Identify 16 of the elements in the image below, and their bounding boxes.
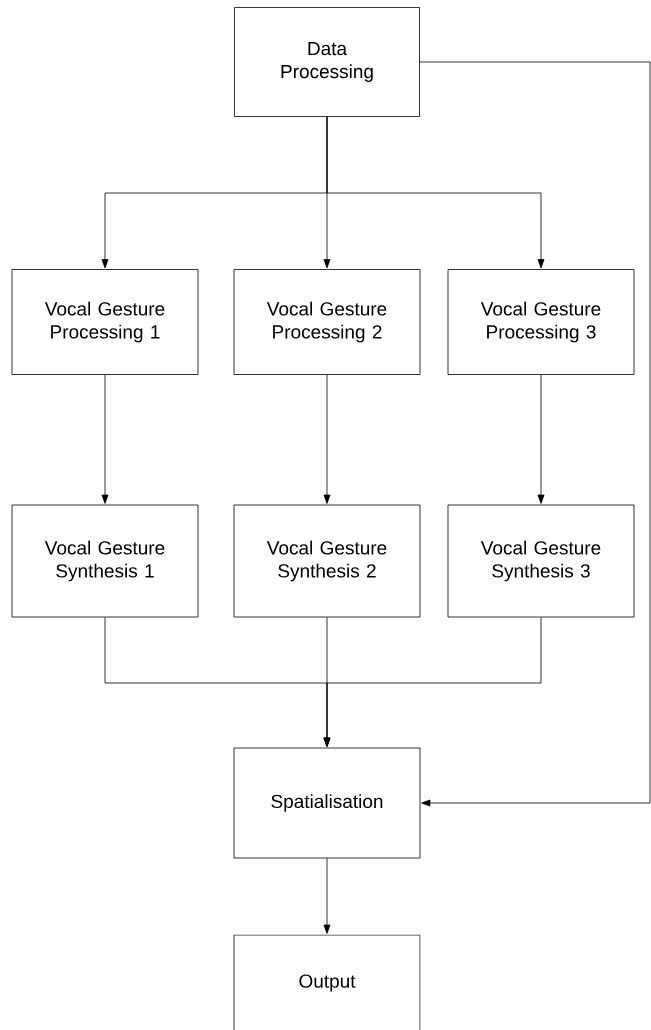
arrow (101, 374, 109, 504)
process-box: Spatialisation (233, 747, 421, 859)
arrow (323, 858, 331, 934)
process-box: Vocal Gesture Processing 1 (11, 269, 199, 375)
arrow (323, 374, 331, 504)
arrow (419, 61, 651, 807)
process-box: Vocal Gesture Synthesis 2 (233, 504, 421, 618)
arrow (326, 116, 545, 269)
arrow (537, 374, 545, 504)
process-box: Vocal Gesture Processing 3 (447, 269, 635, 375)
process-box: Vocal Gesture Processing 2 (233, 269, 421, 375)
process-box: Vocal Gesture Synthesis 3 (447, 504, 635, 618)
arrow (323, 617, 542, 747)
process-box: Vocal Gesture Synthesis 1 (11, 504, 199, 618)
process-box: Data Processing (234, 7, 420, 117)
process-box: Output (233, 934, 421, 1030)
